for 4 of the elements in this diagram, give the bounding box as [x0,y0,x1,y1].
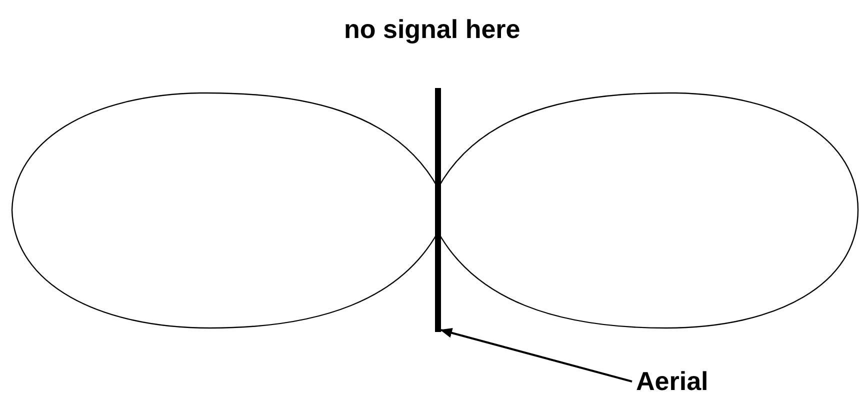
callout-label: Aerial [636,366,708,397]
leader-arrow [440,328,632,382]
aerial-rod [435,88,441,332]
annotation-text: no signal here [344,14,520,45]
